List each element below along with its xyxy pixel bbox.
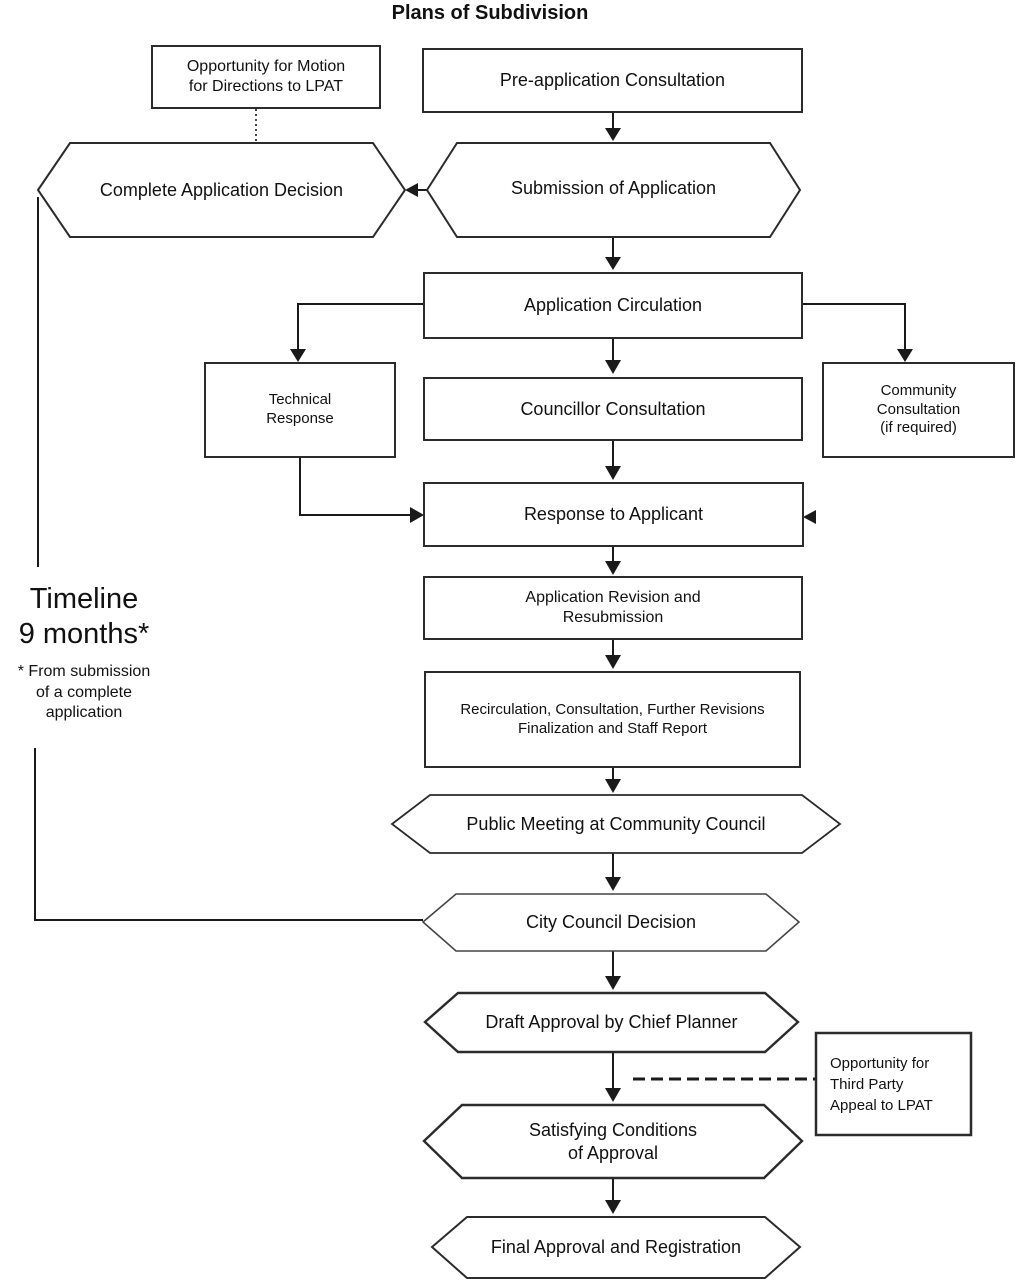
opportunity-motion-box xyxy=(151,45,381,109)
application-revision-box xyxy=(423,576,803,640)
arrow-preapp-to-submission-head xyxy=(605,128,621,141)
arrow-circulation-to-technical-line xyxy=(297,303,424,350)
public-meeting-hexagon xyxy=(390,794,842,854)
arrow-revision-to-recirculation-head xyxy=(605,655,621,669)
recirculation-box xyxy=(424,671,801,768)
arrow-satisfying-to-final-head xyxy=(605,1200,621,1214)
arrow-meeting-to-council-head xyxy=(605,877,621,891)
submission-hexagon xyxy=(425,142,802,238)
application-circulation-box xyxy=(423,272,803,339)
arrow-circulation-to-community-head xyxy=(897,349,913,362)
complete-application-hexagon xyxy=(36,142,407,238)
arrow-circulation-to-community-line xyxy=(802,303,906,350)
arrow-into-response-right-head xyxy=(803,510,816,524)
arrow-submission-to-complete-head xyxy=(405,183,418,197)
arrow-technical-to-response-line xyxy=(299,457,411,516)
arrow-draft-to-satisfying-head xyxy=(605,1088,621,1102)
arrow-submission-to-circulation-head xyxy=(605,257,621,270)
arrow-recirculation-to-meeting-head xyxy=(605,779,621,793)
response-applicant-box xyxy=(423,482,804,547)
arrow-response-to-revision-head xyxy=(605,561,621,575)
arrow-technical-to-response-head xyxy=(410,507,424,523)
timeline-line-lower xyxy=(34,748,423,921)
final-approval-hexagon xyxy=(430,1216,802,1279)
satisfying-conditions-hexagon xyxy=(422,1103,804,1180)
arrow-council-to-draft-head xyxy=(605,976,621,990)
councillor-consultation-box xyxy=(423,377,803,441)
pre-application-box xyxy=(422,48,803,113)
arrow-councillor-to-response-head xyxy=(605,466,621,480)
opportunity-appeal-box xyxy=(814,1031,973,1137)
arrow-circulation-to-councillor-head xyxy=(605,360,621,374)
community-consultation-box xyxy=(822,362,1015,458)
arrow-circulation-to-technical-head xyxy=(290,349,306,362)
draft-approval-hexagon xyxy=(423,991,800,1054)
technical-response-box xyxy=(204,362,396,458)
city-council-hexagon xyxy=(421,893,801,952)
